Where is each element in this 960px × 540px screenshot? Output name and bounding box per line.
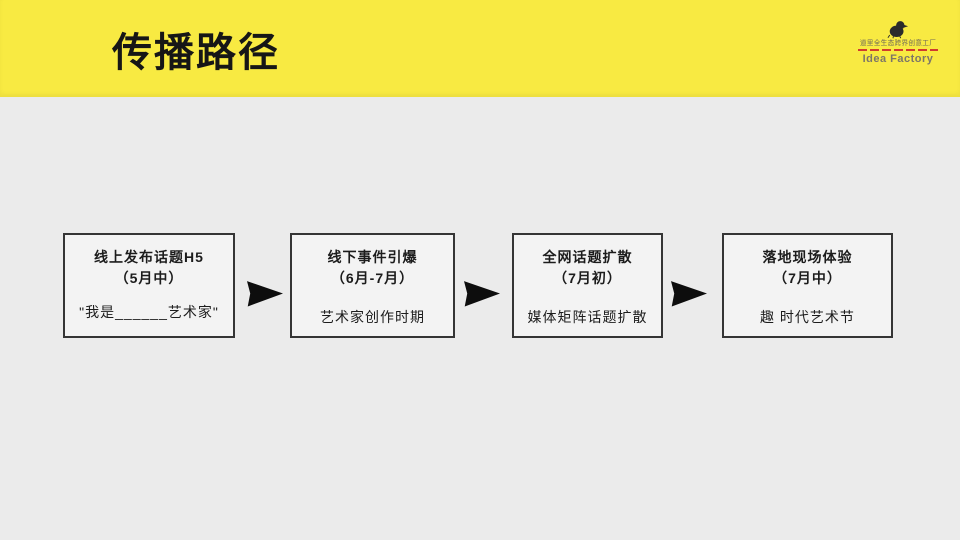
flow-step-topic-spread: 全网话题扩散 （7月初） 媒体矩阵话题扩散: [512, 233, 663, 338]
step-date: （7月中）: [773, 270, 842, 287]
step-note: "我是______艺术家": [79, 303, 219, 320]
logo-chinese-tagline: 道里全生态跨界创意工厂: [859, 40, 937, 47]
bird-doodle-icon: [887, 21, 909, 39]
page-title: 传播路径: [112, 31, 280, 75]
step-note: 媒体矩阵话题扩散: [527, 309, 648, 325]
flow-diagram: 线上发布话题H5 （5月中） "我是______艺术家" 线下事件引爆 （6月-…: [0, 233, 960, 338]
step-title: 线下事件引爆: [327, 249, 418, 265]
flow-step-offline-event: 线下事件引爆 （6月-7月） 艺术家创作时期: [290, 233, 455, 338]
logo-wordmark: Idea Factory: [862, 53, 934, 66]
header-band: 传播路径 道里全生态跨界创意工厂 Idea Factory: [0, 0, 960, 97]
step-date: （6月-7月）: [330, 270, 415, 287]
arrow-right-icon: [247, 281, 283, 307]
step-title: 线上发布话题H5: [94, 249, 204, 265]
step-note: 艺术家创作时期: [320, 309, 425, 325]
arrow-right-icon: [464, 281, 500, 307]
step-note: 趣 时代艺术节: [760, 309, 855, 325]
step-title: 全网话题扩散: [542, 249, 633, 265]
arrow-right-icon: [671, 281, 707, 307]
step-date: （5月中）: [114, 270, 184, 287]
logo-red-tagline-line: [858, 49, 938, 52]
flow-step-onsite-experience: 落地现场体验 （7月中） 趣 时代艺术节: [722, 233, 893, 338]
company-logo: 道里全生态跨界创意工厂 Idea Factory: [852, 20, 944, 65]
step-date: （7月初）: [553, 270, 622, 287]
step-title: 落地现场体验: [762, 249, 853, 265]
flow-step-online-h5: 线上发布话题H5 （5月中） "我是______艺术家": [63, 233, 235, 338]
